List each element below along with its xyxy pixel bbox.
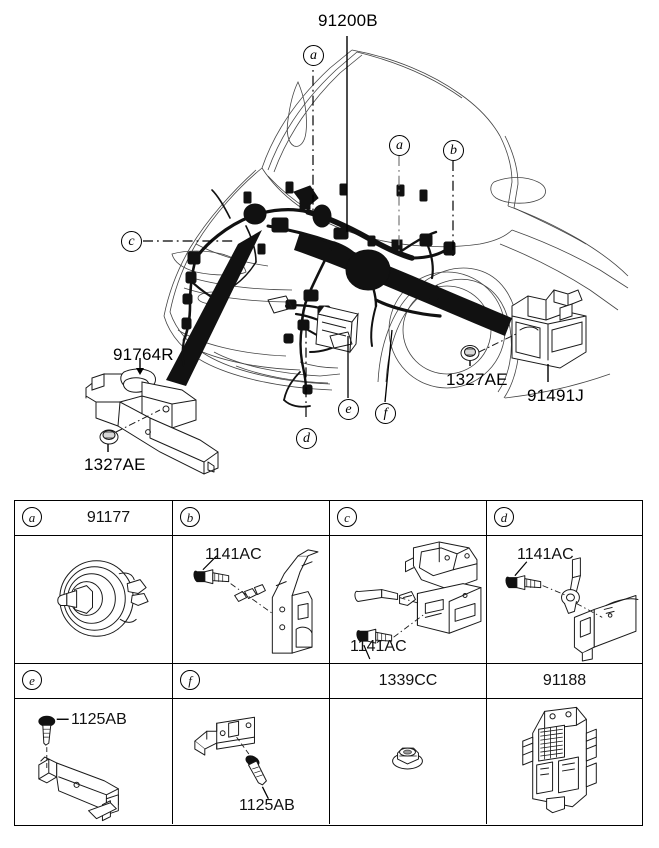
header-cell-91188: 91188 [487,664,642,699]
cell-art-plate-bracket: 1125AB [173,699,330,824]
cell-label-1141ac-c: 1141AC [350,638,407,655]
cell-art-frame-rail: 1141AC [330,536,487,664]
callout-b: b [443,140,464,161]
plate-bracket-drawing [194,716,269,800]
parts-table: a 91177 b c d [14,500,643,826]
label-91200b: 91200B [318,11,378,30]
part-91764r-bracket [85,368,219,475]
label-91491j: 91491J [527,386,584,405]
label-91764r: 91764R [113,345,174,364]
callout-c: c [121,231,142,252]
label-1327ae-right: 1327AE [446,370,508,389]
header-cell-e: e [15,664,173,699]
cell-label-1141ac-d: 1141AC [517,546,574,563]
cell-label-1125ab-f: 1125AB [239,797,295,814]
header-cell-1339cc: 1339CC [330,664,487,699]
harness-bracket-drawing [38,715,119,822]
junction-box-drawing [522,706,597,814]
cell-label-1125ab-e: 1125AB [71,711,127,728]
cell-art-harness-bracket: 1125AB [15,699,173,824]
cell-code-91188: 91188 [542,672,587,689]
cell-art-flange-nut [330,699,487,824]
cell-bubble-f: f [180,670,200,690]
nut-1327ae-right [460,345,480,361]
cell-bubble-a: a [22,507,42,527]
callout-f: f [375,403,396,424]
header-cell-c: c [330,501,487,536]
callout-a-mid: a [389,135,410,156]
nut-1327ae-left [99,429,119,445]
table-header-row-2: e f 1339CC 91188 [15,664,642,699]
frame-rail-drawing [354,541,482,660]
cell-label-1141ac-b: 1141AC [205,546,262,563]
cell-art-horn [15,536,173,664]
header-cell-d: d [487,501,642,536]
main-illustration [85,36,629,475]
flange-nut-drawing [392,747,423,770]
panel-stud-drawing [505,557,639,662]
fender-bracket-drawing [193,549,319,654]
table-header-row-1: a 91177 b c d [15,501,642,536]
callout-a-top: a [303,45,324,66]
table-body-row-1: 1141AC [15,536,642,664]
cell-bubble-e: e [22,670,42,690]
cell-art-fender-bracket: 1141AC [173,536,330,664]
table-body-row-2: 1125AB [15,699,642,824]
header-cell-f: f [173,664,330,699]
label-1327ae-left: 1327AE [84,455,146,474]
cell-bubble-c: c [337,507,357,527]
part-91491j-relaybox [511,289,587,369]
callout-e: e [338,399,359,420]
cell-art-junction-box [487,699,642,824]
cell-bubble-b: b [180,507,200,527]
header-cell-a: a 91177 [15,501,173,536]
header-cell-b: b [173,501,330,536]
cell-art-panel-stud: 1141AC [487,536,642,664]
cell-code-91177: 91177 [86,509,131,526]
callout-d: d [296,428,317,449]
horn-assembly-drawing [57,560,149,637]
cell-bubble-d: d [494,507,514,527]
cell-code-1339cc: 1339CC [378,672,438,689]
